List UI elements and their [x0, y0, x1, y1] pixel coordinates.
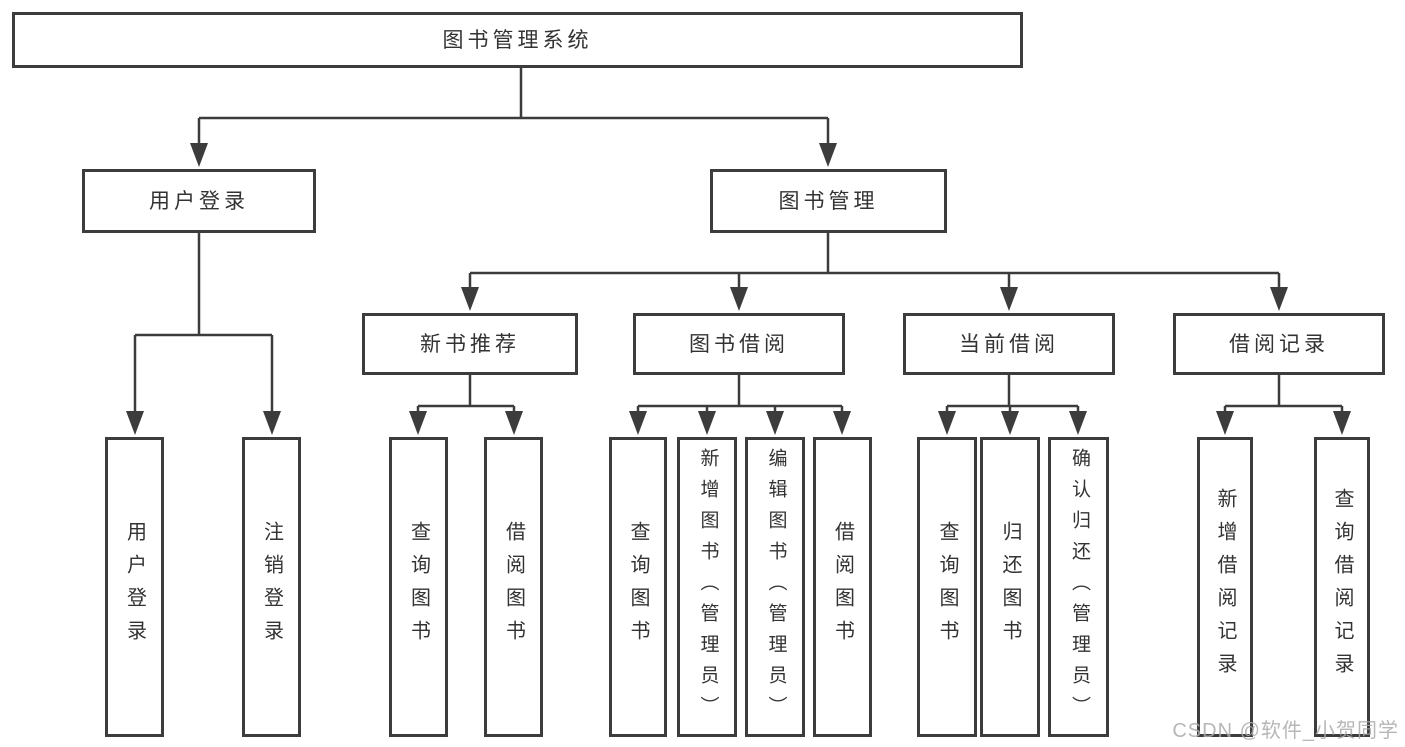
connector-book-management-to-level3 [461, 233, 1288, 311]
node-leaf-query-books-current: 查询图书 [917, 437, 977, 737]
node-leaf-edit-book-admin: 编辑图书（管理员） [745, 437, 805, 737]
connector-user-login-to-leaves [126, 233, 281, 435]
node-borrow-records: 借阅记录 [1173, 313, 1385, 375]
node-leaf-borrow-books: 借阅图书 [813, 437, 872, 737]
connector-current-borrow-to-leaves [938, 375, 1087, 435]
node-leaf-query-books-recommend: 查询图书 [389, 437, 448, 737]
node-leaf-confirm-return-admin: 确认归还（管理员） [1048, 437, 1109, 737]
node-leaf-query-books-borrow: 查询图书 [609, 437, 667, 737]
node-leaf-user-login-label: 用户登录 [123, 521, 146, 653]
node-leaf-query-borrow-record-label: 查询借阅记录 [1331, 488, 1353, 686]
node-leaf-borrow-books-label: 借阅图书 [831, 521, 854, 653]
node-leaf-query-books-borrow-label: 查询图书 [627, 521, 649, 653]
node-leaf-add-book-admin-label: 新增图书（管理员） [697, 447, 719, 727]
node-leaf-add-borrow-record-label: 新增借阅记录 [1214, 488, 1236, 686]
node-current-borrow-label: 当前借阅 [959, 332, 1059, 356]
node-leaf-return-book: 归还图书 [980, 437, 1040, 737]
node-current-borrow: 当前借阅 [903, 313, 1115, 375]
node-book-borrow-label: 图书借阅 [689, 332, 789, 356]
node-root-label: 图书管理系统 [442, 28, 593, 52]
node-book-management-label: 图书管理 [778, 189, 879, 213]
connector-root-to-level2 [190, 68, 837, 167]
node-book-management: 图书管理 [710, 169, 947, 233]
node-leaf-borrow-books-recommend-label: 借阅图书 [502, 521, 525, 653]
node-leaf-logout: 注销登录 [242, 437, 301, 737]
node-leaf-query-books-recommend-label: 查询图书 [407, 521, 430, 653]
node-leaf-user-login: 用户登录 [105, 437, 164, 737]
node-user-login: 用户登录 [82, 169, 316, 233]
node-leaf-logout-label: 注销登录 [260, 521, 283, 653]
node-borrow-records-label: 借阅记录 [1229, 332, 1329, 356]
node-leaf-confirm-return-admin-label: 确认归还（管理员） [1068, 447, 1090, 727]
node-new-book-recommend: 新书推荐 [362, 313, 578, 375]
node-leaf-borrow-books-recommend: 借阅图书 [484, 437, 543, 737]
node-leaf-return-book-label: 归还图书 [999, 521, 1021, 653]
node-root: 图书管理系统 [12, 12, 1023, 68]
node-leaf-add-book-admin: 新增图书（管理员） [677, 437, 737, 737]
connector-new-book-recommend-to-leaves [409, 375, 523, 435]
node-leaf-query-borrow-record: 查询借阅记录 [1314, 437, 1370, 737]
node-leaf-add-borrow-record: 新增借阅记录 [1197, 437, 1253, 737]
watermark: CSDN @软件_小贺同学 [1172, 720, 1399, 742]
node-new-book-recommend-label: 新书推荐 [420, 332, 520, 356]
node-leaf-query-books-current-label: 查询图书 [936, 521, 958, 653]
node-book-borrow: 图书借阅 [633, 313, 845, 375]
connector-book-borrow-to-leaves [629, 375, 851, 435]
node-leaf-edit-book-admin-label: 编辑图书（管理员） [765, 447, 787, 727]
node-user-login-label: 用户登录 [149, 189, 249, 213]
connector-borrow-records-to-leaves [1216, 375, 1351, 435]
